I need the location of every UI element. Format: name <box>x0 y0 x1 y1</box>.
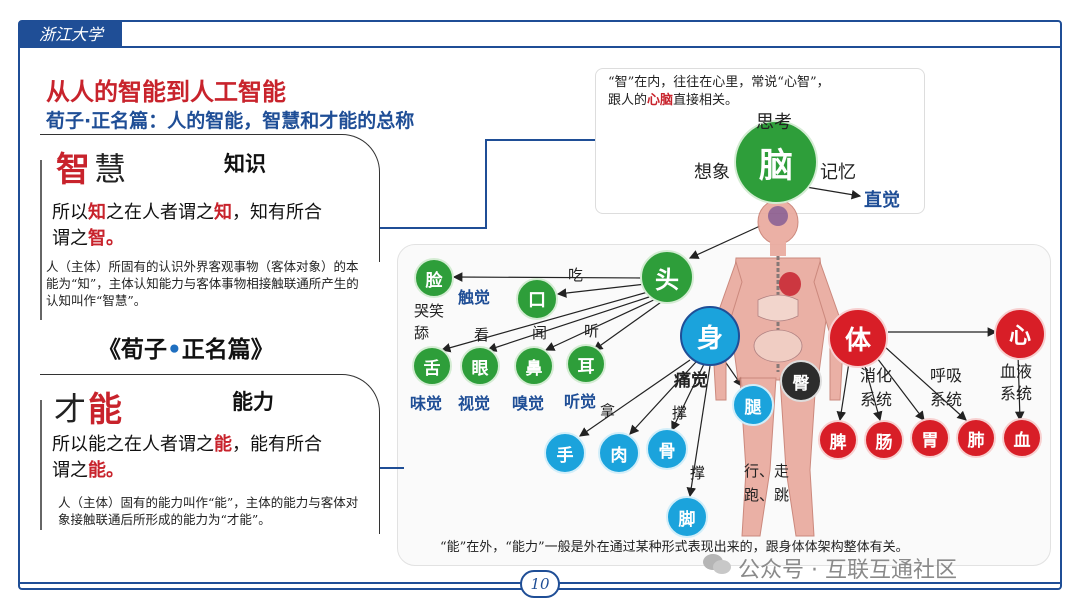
wisdom-panel <box>40 134 380 262</box>
eye-node: 眼 <box>460 346 500 386</box>
ability-panel <box>40 374 380 534</box>
foot-node: 脚 <box>666 496 708 538</box>
stomach-node: 胃 <box>910 418 950 458</box>
lung-node: 肺 <box>956 418 996 458</box>
brain-note-part: 直接相关。 <box>673 93 739 108</box>
hip-node: 臀 <box>780 360 822 402</box>
label-digestive: 消化 <box>860 366 893 385</box>
tongue-node: 舌 <box>412 346 452 386</box>
wisdom-char-zhi: 智 <box>56 150 90 190</box>
brain-note-line: “智”在内，往往在心里，常说“心智”， <box>608 75 830 90</box>
label-intuition: 直觉 <box>864 190 900 211</box>
label-blood-system: 系统 <box>1000 384 1033 403</box>
ability-side-line <box>40 400 42 530</box>
watermark-text: 公众号 · 互联互通社区 <box>738 558 957 583</box>
slide-subtitle: 荀子·正名篇：人的智能，智慧和才能的总称 <box>46 110 415 132</box>
label-lick: 舔 <box>414 324 430 342</box>
book-title-dot: • <box>167 337 182 363</box>
physique-node: 体 <box>828 308 888 368</box>
ability-keyword: 能力 <box>232 390 274 414</box>
intestine-node: 肠 <box>864 420 904 460</box>
label-eat: 吃 <box>568 266 584 284</box>
ability-note: 人（主体）固有的能力叫作“能”，主体的能力与客体对象接触联通后所形成的能力为“才… <box>58 495 359 527</box>
hand-node: 手 <box>544 432 586 474</box>
wisdom-quote-highlight: 智 <box>88 228 106 249</box>
blood-node: 血 <box>1002 418 1042 458</box>
heart-node: 心 <box>994 308 1046 360</box>
bone-node: 骨 <box>646 428 688 470</box>
label-hearing: 听觉 <box>564 392 597 411</box>
ability-quote-highlight: 能 <box>88 460 106 481</box>
header-bar <box>18 20 1062 48</box>
label-taste: 味觉 <box>410 394 443 413</box>
label-digestive-system: 系统 <box>860 390 893 409</box>
ability-quote-highlight: 能 <box>214 434 232 455</box>
book-title-close: 正名篇》 <box>181 337 274 363</box>
label-run: 跑、跳 <box>744 486 790 504</box>
wisdom-note: 人（主体）所固有的认识外界客观事物（客体对象）的本能为“知”，主体认知能力与客体… <box>46 259 359 308</box>
wisdom-quote: 所以知之在人者谓之知，知有所合 谓之智。 <box>52 200 372 252</box>
label-walk: 行、走 <box>744 462 790 480</box>
ability-char-neng: 能 <box>88 390 122 430</box>
wisdom-keyword: 知识 <box>224 152 266 176</box>
label-respiratory: 呼吸 <box>930 366 963 385</box>
wisdom-char-hui: 慧 <box>94 150 127 188</box>
label-prop: 撑 <box>672 404 688 422</box>
label-smell: 闻 <box>532 324 548 342</box>
book-title-open: 《荀子 <box>98 337 167 363</box>
brain-note-part: 跟人的 <box>608 93 648 108</box>
leg-node: 腿 <box>732 384 774 426</box>
label-listen: 听 <box>584 322 600 340</box>
wisdom-quote-highlight: 知 <box>214 202 232 223</box>
label-memory: 记忆 <box>820 162 856 183</box>
book-title: 《荀子•正名篇》 <box>98 330 274 364</box>
body-node: 身 <box>680 306 740 366</box>
wisdom-quote-highlight: 知 <box>88 202 106 223</box>
wisdom-quote-part: 。 <box>106 228 124 249</box>
wechat-icon <box>703 554 731 574</box>
head-node: 头 <box>640 250 694 304</box>
nose-node: 鼻 <box>514 346 554 386</box>
ability-char-cai: 才 <box>54 390 87 428</box>
brain-node: 脑 <box>734 120 818 204</box>
wisdom-quote-part: 之在人者谓之 <box>106 202 214 223</box>
ability-quote-part: 所以能之在人者谓之 <box>52 434 214 455</box>
brain-note-highlight: 心脑 <box>647 93 674 108</box>
ear-node: 耳 <box>566 344 606 384</box>
label-touch: 触觉 <box>458 288 491 307</box>
ability-quote-part: 。 <box>106 460 124 481</box>
page-number: 10 <box>520 570 560 598</box>
label-respiratory-system: 系统 <box>930 390 963 409</box>
face-node: 脸 <box>414 258 454 298</box>
label-take: 拿 <box>600 402 616 420</box>
spleen-node: 脾 <box>818 420 858 460</box>
wisdom-quote-part: ，知有所合 <box>232 202 322 223</box>
ability-quote-part: ，能有所合 <box>232 434 322 455</box>
mouth-node: 口 <box>516 278 558 320</box>
slide-title: 从人的智能到人工智能 <box>46 78 286 106</box>
ability-quote: 所以能之在人者谓之能，能有所合 谓之能。 <box>52 432 372 484</box>
brain-note: “智”在内，往往在心里，常说“心智”， 跟人的心脑直接相关。 <box>608 74 830 110</box>
label-pain: 痛觉 <box>674 371 708 391</box>
wisdom-side-line <box>40 160 42 320</box>
label-olfaction: 嗅觉 <box>512 394 545 413</box>
wisdom-quote-part: 所以 <box>52 202 88 223</box>
ability-quote-part: 谓之 <box>52 460 88 481</box>
label-imagination: 想象 <box>694 162 730 183</box>
label-thinking: 思考 <box>756 112 792 133</box>
university-logo: 浙江大学 <box>20 22 122 48</box>
label-vision: 视觉 <box>458 394 491 413</box>
label-look: 看 <box>474 326 490 344</box>
label-blood: 血液 <box>1000 362 1033 381</box>
flesh-node: 肉 <box>598 432 640 474</box>
label-support: 撑 <box>690 464 706 482</box>
wisdom-quote-part: 谓之 <box>52 228 88 249</box>
label-cry-laugh: 哭笑 <box>414 302 445 320</box>
body-bottom-note: “能”在外，“能力”一般是外在通过某种形式表现出来的，跟身体体架构整体有关。 <box>440 540 909 555</box>
